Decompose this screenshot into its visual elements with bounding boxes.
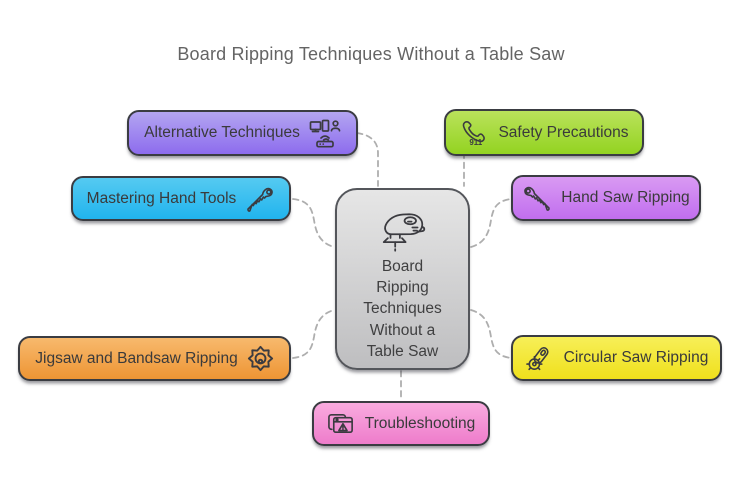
node-label: Mastering Hand Tools <box>86 189 237 207</box>
hand-saw-icon <box>524 186 551 211</box>
node-safety-precautions: 911 Safety Precautions <box>444 109 644 156</box>
node-alternative-techniques: Alternative Techniques <box>127 110 358 156</box>
center-node-label: Board Ripping Techniques Without a Table… <box>363 257 442 361</box>
node-label: Troubleshooting <box>364 414 476 432</box>
node-mastering-hand-tools: Mastering Hand Tools <box>71 176 291 221</box>
angle-grinder-icon <box>525 347 549 371</box>
connector-alternative-to-center <box>356 132 379 187</box>
connector-jigsaw-to-center <box>292 309 335 359</box>
connector-mastering-to-center <box>292 198 335 248</box>
node-label: Circular Saw Ripping <box>563 349 709 366</box>
node-hand-saw-ripping: Hand Saw Ripping <box>511 175 701 221</box>
connector-center-to-circular <box>470 309 512 359</box>
connector-center-to-handsaw <box>470 198 512 248</box>
jigsaw-tool-icon <box>382 212 425 252</box>
page-title: Board Ripping Techniques Without a Table… <box>177 44 565 64</box>
node-troubleshooting: Troubleshooting <box>312 401 490 446</box>
node-label: Jigsaw and Bandsaw Ripping <box>35 349 238 367</box>
node-circular-saw-ripping: Circular Saw Ripping <box>511 335 722 381</box>
node-label: Safety Precautions <box>498 123 629 141</box>
hand-saw-icon <box>247 187 274 212</box>
emergency-call-911-icon: 911 <box>463 120 486 147</box>
node-jigsaw-and-bandsaw-ripping: Jigsaw and Bandsaw Ripping <box>18 336 291 381</box>
node-label: Hand Saw Ripping <box>561 189 690 206</box>
node-label: Alternative Techniques <box>144 124 300 141</box>
svg-text:911: 911 <box>470 138 483 147</box>
connected-devices-icon <box>309 119 341 148</box>
center-node-board-ripping: Board Ripping Techniques Without a Table… <box>335 188 470 370</box>
warning-window-icon <box>327 413 353 434</box>
saw-blade-gear-icon <box>247 345 273 372</box>
